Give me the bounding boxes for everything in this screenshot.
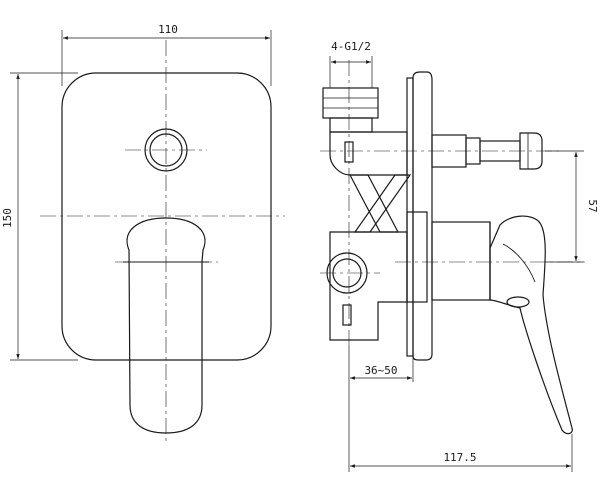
dim-thread-label: 4-G1/2 [331, 40, 371, 53]
upper-valve-body [329, 131, 408, 176]
front-centerlines [40, 40, 285, 445]
top-inlet-neck [329, 117, 373, 133]
cartridge-housing [406, 211, 428, 303]
dim-wall-label: 36~50 [364, 364, 397, 377]
dim-width-label: 110 [158, 23, 178, 36]
cover-plate [61, 72, 272, 361]
bottom-inlet-slot [342, 304, 352, 326]
cover-plate-edge [412, 71, 433, 361]
front-view [61, 72, 272, 434]
dim-thread-line [329, 56, 373, 88]
outlet-end-cap [519, 132, 543, 170]
cartridge-body [431, 221, 491, 301]
dim-depth-label: 117.5 [443, 451, 476, 464]
dim-width-line [61, 30, 272, 86]
dim-wall-line [348, 345, 414, 382]
side-view [322, 71, 573, 435]
side-centerlines [320, 60, 585, 345]
side-lever-inner-line [502, 243, 536, 283]
side-lever-pivot [506, 296, 530, 308]
lower-valve-body [329, 231, 408, 341]
mounting-flange [406, 77, 414, 357]
dim-outlet-label: 57 [586, 199, 599, 212]
dim-depth-line [348, 382, 573, 472]
dim-height-line [10, 72, 78, 361]
side-lever-handle [489, 215, 573, 435]
dim-height-label: 150 [1, 208, 14, 228]
lever-handle [126, 217, 206, 434]
cross-brace-1 [349, 174, 399, 233]
top-inlet-nut [322, 87, 379, 119]
dim-outlet-line [545, 150, 584, 263]
